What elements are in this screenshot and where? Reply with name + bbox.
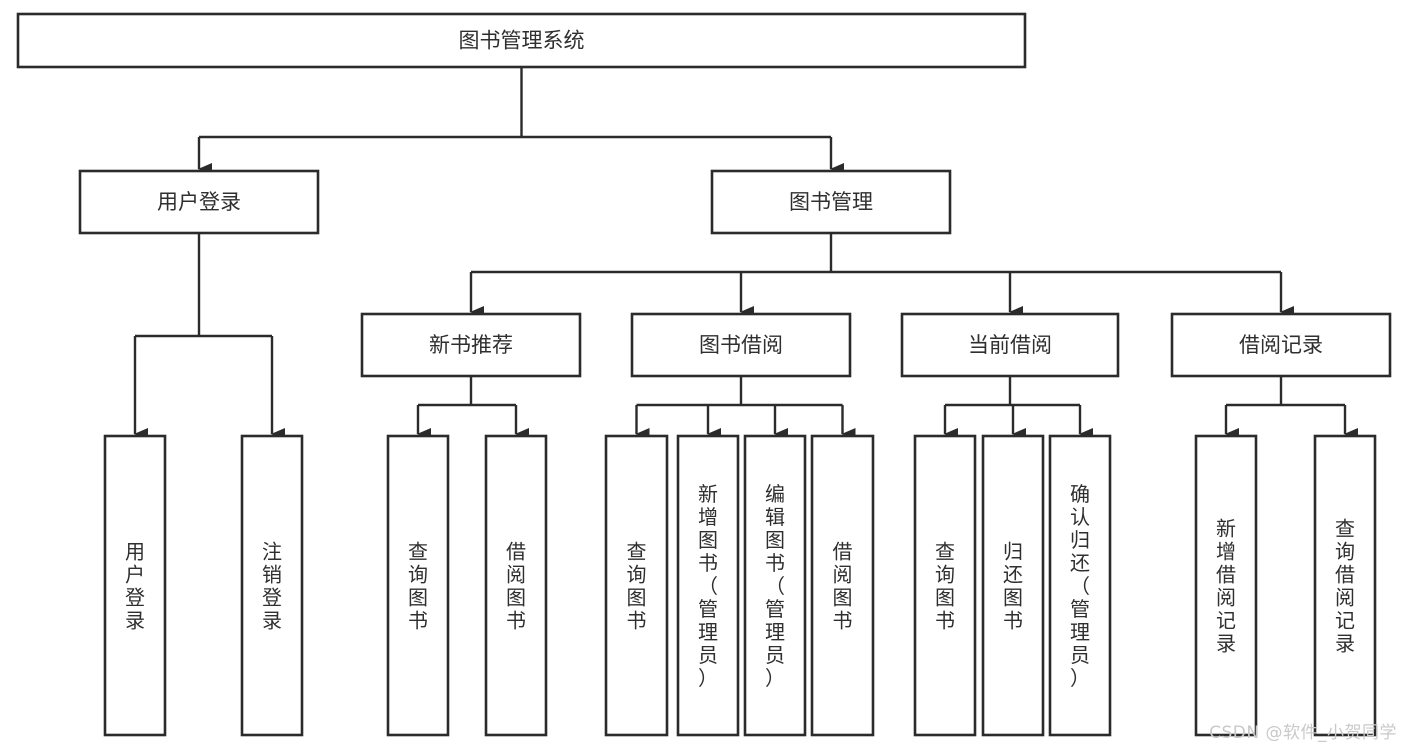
node-level2-1[interactable]: 图书管理 — [710, 169, 952, 235]
node-box — [103, 434, 167, 737]
node-root-0[interactable]: 图书管理系统 — [16, 12, 1027, 69]
connector-layer — [133, 67, 1358, 440]
node-level3-0[interactable]: 新书推荐 — [360, 312, 582, 378]
node-box — [1194, 434, 1258, 737]
node-box — [913, 434, 977, 737]
node-box — [78, 169, 320, 235]
node-leaf-8[interactable]: 查询图书 — [913, 434, 977, 737]
node-leaf-12[interactable]: 查询借阅记录 — [1313, 434, 1377, 737]
node-box — [604, 434, 669, 737]
node-box — [900, 312, 1120, 378]
node-box — [360, 312, 582, 378]
node-leaf-2[interactable]: 查询图书 — [386, 434, 450, 737]
node-box — [710, 169, 952, 235]
node-label: 归还图书 — [1003, 540, 1023, 633]
node-box — [981, 434, 1045, 737]
node-label: 确认归还（管理员） — [1070, 482, 1090, 690]
node-leaf-11[interactable]: 新增借阅记录 — [1194, 434, 1258, 737]
node-box — [1048, 434, 1112, 737]
node-level3-3[interactable]: 借阅记录 — [1170, 312, 1392, 378]
node-level3-2[interactable]: 当前借阅 — [900, 312, 1120, 378]
node-label: 借阅图书 — [833, 540, 853, 633]
node-box — [810, 434, 875, 737]
node-box — [630, 312, 852, 378]
node-box — [743, 434, 807, 737]
node-leaf-4[interactable]: 查询图书 — [604, 434, 669, 737]
node-leaf-5[interactable]: 新增图书（管理员） — [676, 434, 740, 737]
node-box — [1170, 312, 1392, 378]
node-label: 新增图书（管理员） — [698, 482, 718, 690]
node-leaf-3[interactable]: 借阅图书 — [484, 434, 548, 737]
node-label: 查询图书 — [408, 540, 428, 633]
csdn-watermark: CSDN @软件_小贺同学 — [1209, 723, 1397, 743]
node-leaf-10[interactable]: 确认归还（管理员） — [1048, 434, 1112, 737]
node-label: 查询借阅记录 — [1335, 517, 1355, 656]
node-leaf-9[interactable]: 归还图书 — [981, 434, 1045, 737]
node-label: 用户登录 — [157, 190, 241, 214]
node-label: 借阅记录 — [1239, 333, 1323, 357]
node-label: 编辑图书（管理员） — [765, 482, 785, 690]
node-label: 查询图书 — [627, 540, 647, 633]
node-label: 图书管理系统 — [459, 29, 585, 53]
node-leaf-7[interactable]: 借阅图书 — [810, 434, 875, 737]
node-box — [16, 12, 1027, 69]
node-label: 图书管理 — [789, 190, 873, 214]
node-label: 新增借阅记录 — [1216, 517, 1236, 656]
node-label: 新书推荐 — [429, 333, 513, 357]
node-label: 图书借阅 — [699, 333, 783, 357]
node-layer: 图书管理系统用户登录图书管理新书推荐图书借阅当前借阅借阅记录用户登录注销登录查询… — [16, 12, 1392, 737]
node-label: 借阅图书 — [506, 540, 526, 633]
node-leaf-0[interactable]: 用户登录 — [103, 434, 167, 737]
node-label: 注销登录 — [262, 540, 282, 633]
node-level2-0[interactable]: 用户登录 — [78, 169, 320, 235]
node-box — [1313, 434, 1377, 737]
node-box — [484, 434, 548, 737]
node-box — [386, 434, 450, 737]
node-leaf-1[interactable]: 注销登录 — [240, 434, 304, 737]
node-box — [676, 434, 740, 737]
node-box — [240, 434, 304, 737]
node-level3-1[interactable]: 图书借阅 — [630, 312, 852, 378]
node-label: 用户登录 — [125, 540, 145, 633]
node-label: 查询图书 — [935, 540, 955, 633]
node-label: 当前借阅 — [968, 333, 1052, 357]
node-leaf-6[interactable]: 编辑图书（管理员） — [743, 434, 807, 737]
